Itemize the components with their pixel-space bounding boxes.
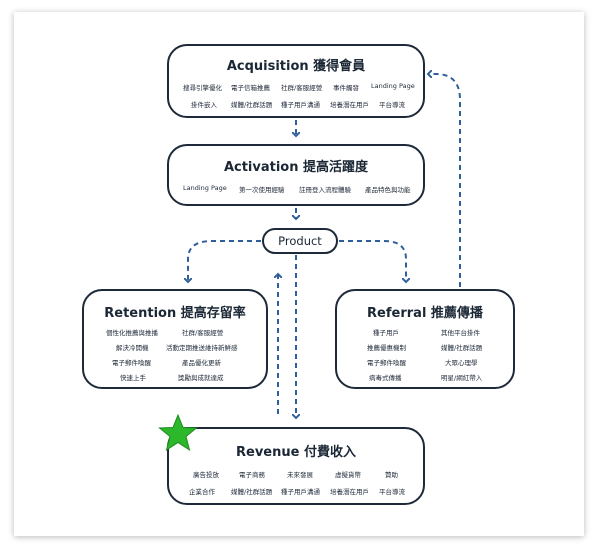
acquisition-item: 平台導流 [379,101,405,109]
product-node: Product [262,228,338,254]
acquisition-item: 社群/客服經營 [281,84,323,92]
retention-item: 解決冷開機 [116,344,149,352]
acquisition-item: 媒體/社群話題 [231,101,273,109]
retention-box: Retention 提高存留率 個性化推薦與推播 社群/客服經營 解決冷開機 活… [82,289,268,389]
retention-item: 個性化推薦與推播 [106,329,158,337]
arrow-product-to-retention [188,240,261,282]
acquisition-item: Landing Page [371,82,415,90]
retention-item: 獎勵與成就達成 [178,374,224,382]
referral-item: 電子郵件喚醒 [367,359,406,367]
activation-item: 註冊登入流程體驗 [299,186,351,194]
acquisition-item: 電子信箱推薦 [231,84,270,92]
retention-item: 快速上手 [120,374,146,382]
connector-layer [14,12,461,536]
activation-box: Activation 提高活躍度 Landing Page 第一次使用經驗 註冊… [167,144,425,206]
revenue-item: 平台導流 [379,488,405,496]
referral-box: Referral 推薦傳播 種子用戶 其他平台掛件 推薦優惠機制 媒體/社群話題… [335,289,515,389]
revenue-item: 廣告投放 [193,471,219,479]
activation-title: Activation 提高活躍度 [223,160,369,175]
referral-item: 病毒式傳播 [369,374,402,382]
revenue-item: 培養潛在用戶 [330,488,369,496]
referral-title: Referral 推薦傳播 [367,306,483,321]
retention-item: 活動定期推送維持新鮮感 [166,344,238,352]
referral-item: 大眾心理學 [445,359,478,367]
referral-item: 推薦優惠機制 [367,344,406,352]
referral-item: 媒體/社群話題 [441,344,483,352]
acquisition-item: 掛件嵌入 [191,101,217,109]
acquisition-item: 培養潛在用戶 [330,101,369,109]
diagram-frame: Acquisition 獲得會員 搜尋引擎優化 電子信箱推薦 社群/客服經營 事… [14,12,584,536]
acquisition-box: Acquisition 獲得會員 搜尋引擎優化 電子信箱推薦 社群/客服經營 事… [167,44,425,118]
retention-item: 電子郵件喚醒 [112,359,151,367]
revenue-item: 贊助 [385,471,398,479]
referral-item: 種子用戶 [373,329,399,337]
retention-item: 產品優化更新 [182,359,221,367]
revenue-item: 虛擬貨幣 [335,471,361,479]
acquisition-title: Acquisition 獲得會員 [226,59,366,74]
arrow-referral-to-acquisition [428,74,461,287]
referral-item: 其他平台掛件 [441,329,480,337]
revenue-item: 企業合作 [189,488,215,496]
star-icon [158,414,198,452]
revenue-item: 未來發展 [287,471,313,479]
acquisition-item: 種子用戶溝通 [281,101,320,109]
retention-title: Retention 提高存留率 [104,306,246,321]
activation-item: Landing Page [183,184,227,192]
activation-item: 產品特色與功能 [365,186,411,194]
revenue-item: 電子商務 [239,471,265,479]
revenue-item: 種子用戶溝通 [281,488,320,496]
acquisition-item: 搜尋引擎優化 [183,84,222,92]
revenue-box: Revenue 付費收入 廣告投放 電子商務 未來發展 虛擬貨幣 贊助 企業合作… [167,427,425,505]
retention-item: 社群/客服經營 [182,329,224,337]
activation-item: 第一次使用經驗 [239,186,285,194]
referral-item: 明星/網紅帶入 [441,374,483,382]
revenue-item: 媒體/社群話題 [231,488,273,496]
acquisition-item: 事件觸發 [333,84,359,92]
revenue-title: Revenue 付費收入 [236,445,356,460]
arrow-product-to-referral [339,240,406,282]
